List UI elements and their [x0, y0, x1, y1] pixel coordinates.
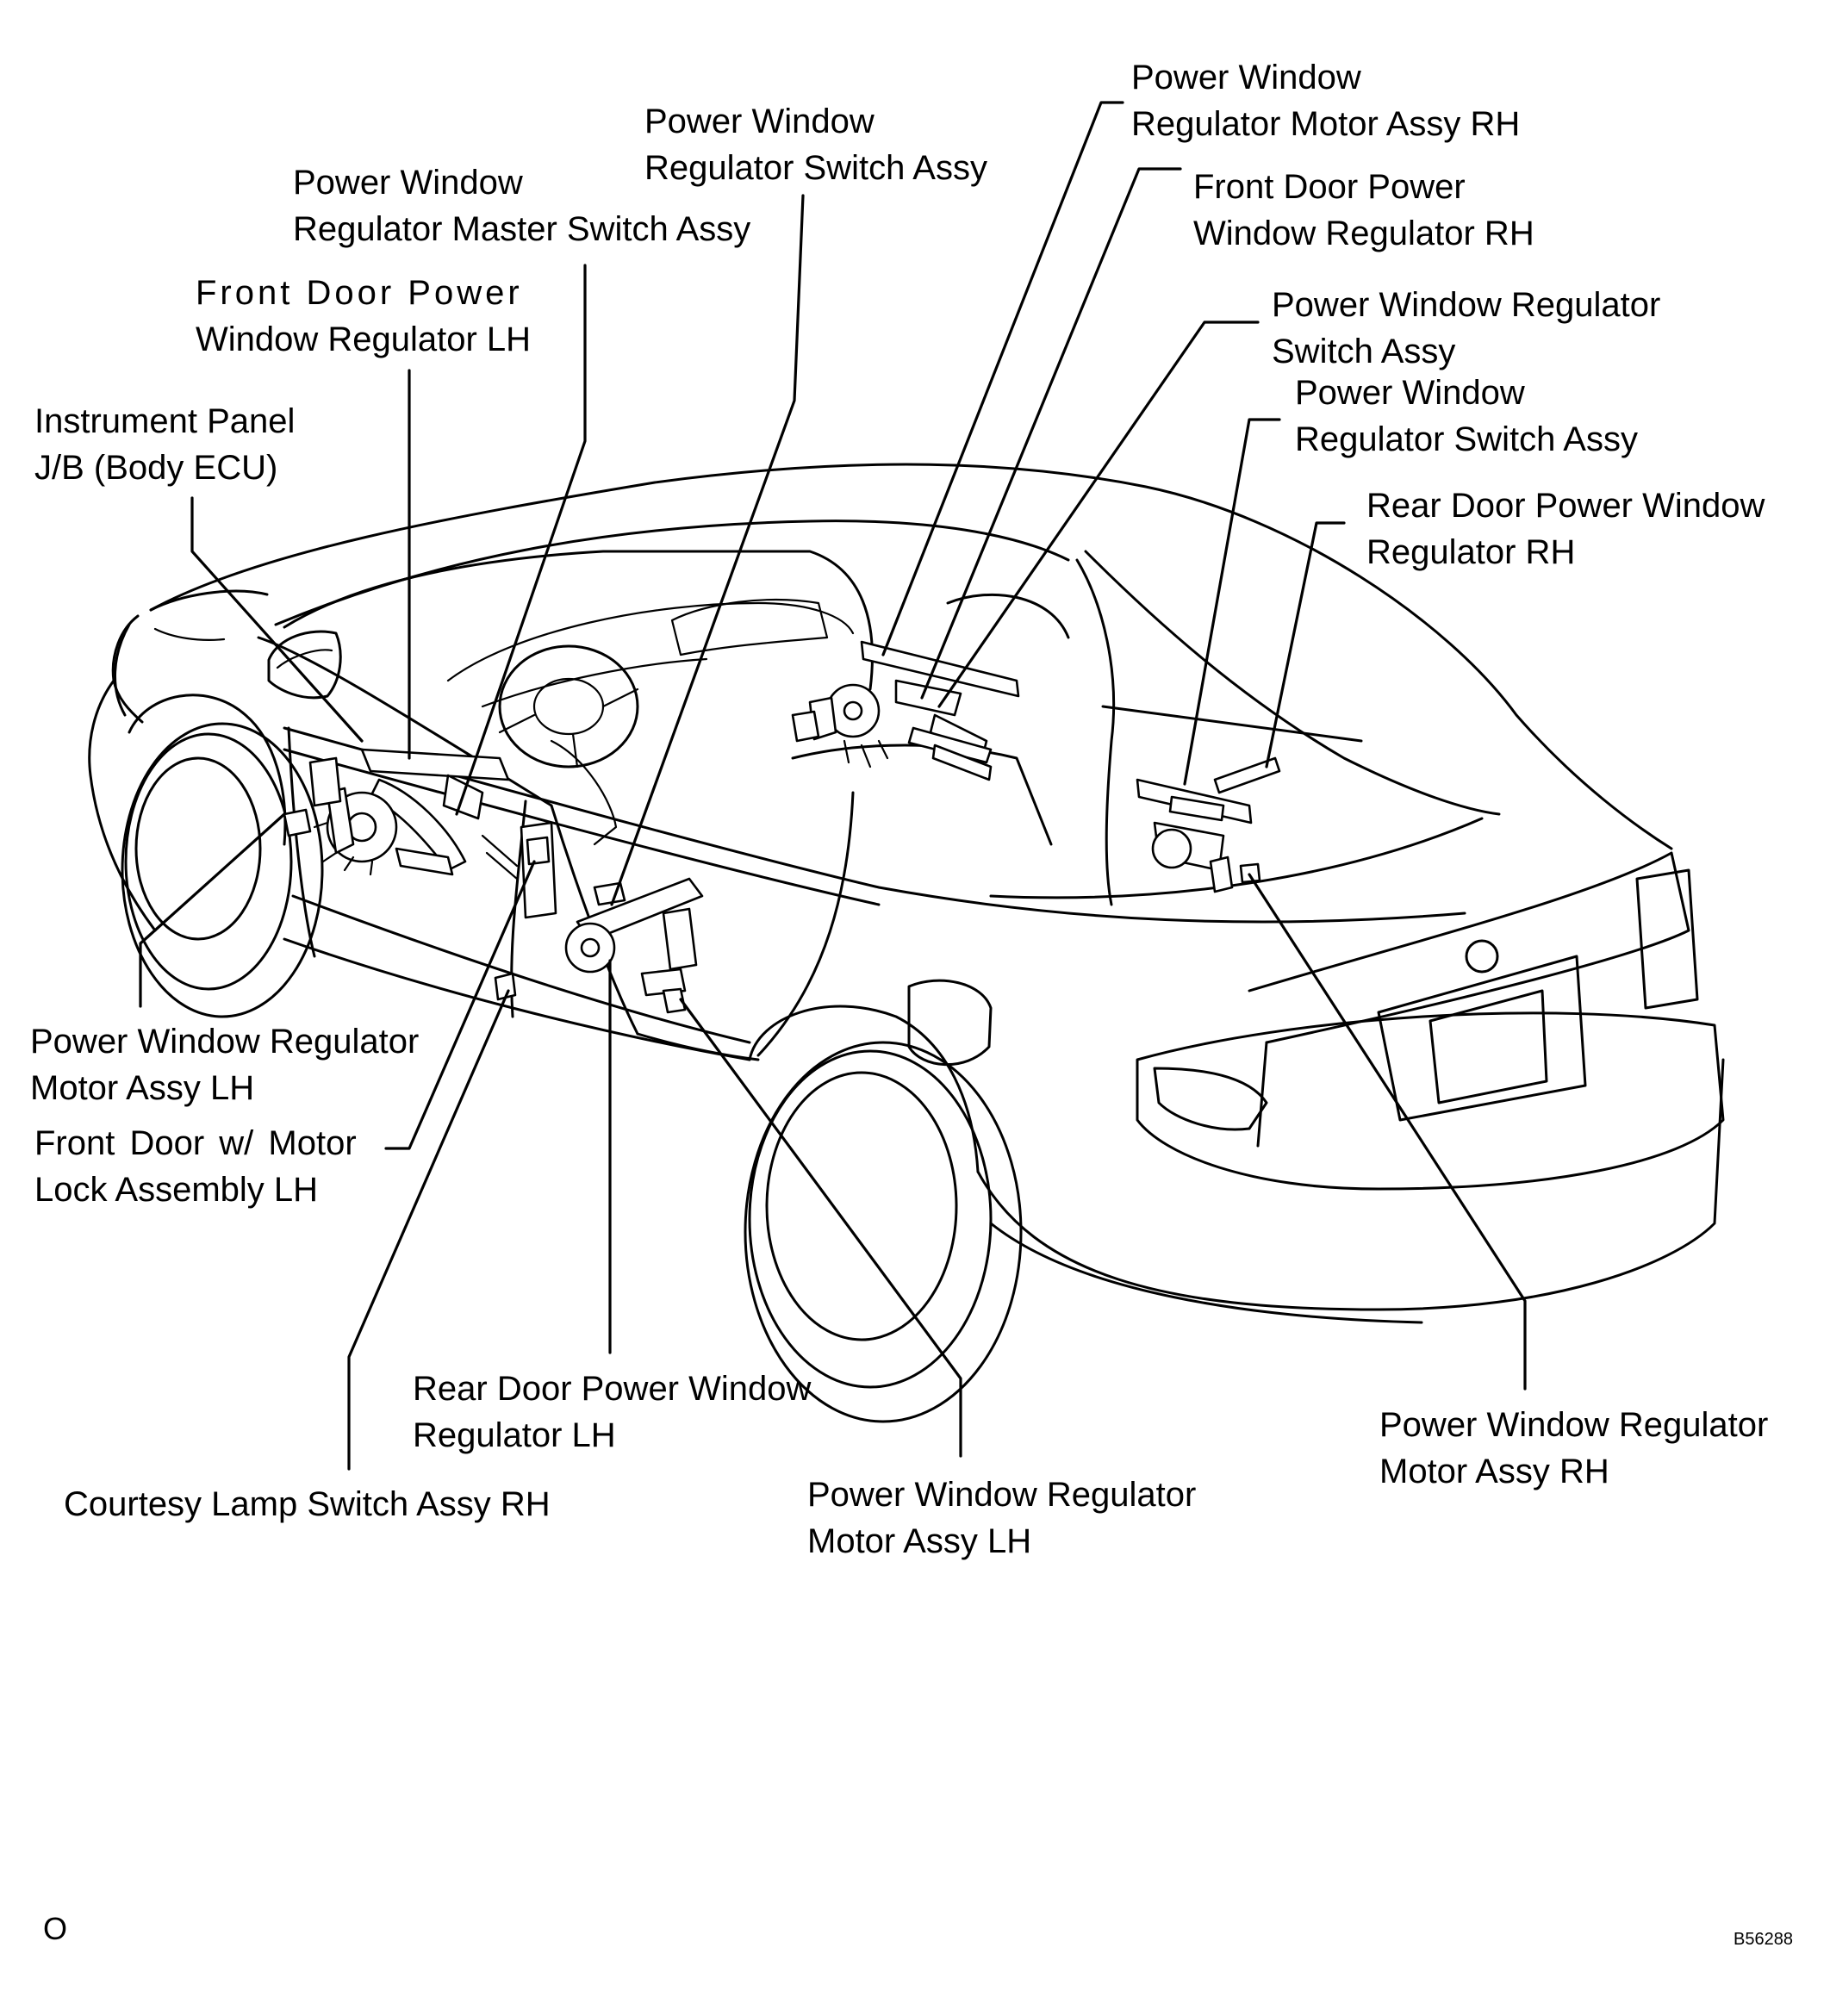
label-pw-regulator-motor-rh-top: Power Window Regulator Motor Assy RH: [1131, 59, 1521, 143]
label-instrument-panel-jb: Instrument Panel J/B (Body ECU): [34, 402, 296, 487]
front-door-lock-assembly-lh: [481, 821, 557, 1001]
car-body: [88, 463, 1725, 1423]
label-pw-regulator-motor-rh-bottom: Power Window Regulator Motor Assy RH: [1379, 1406, 1769, 1490]
label-pw-regulator-switch-right-2: Power Window Regulator Switch Assy: [1295, 374, 1638, 458]
leader-lines: [139, 101, 1527, 1471]
label-pw-regulator-switch-top: Power Window Regulator Switch Assy: [644, 103, 987, 187]
label-front-door-regulator-rh: Front Door Power Window Regulator RH: [1193, 168, 1534, 252]
label-pw-regulator-motor-lh-left: Power Window Regulator Motor Assy LH: [30, 1023, 420, 1107]
label-front-door-motor-lock-lh: Front Door w/ Motor Lock Assembly LH: [34, 1124, 357, 1209]
front-door-regulator-rh: [791, 640, 1020, 781]
label-pw-regulator-motor-lh-bottom: Power Window Regulator Motor Assy LH: [807, 1476, 1197, 1560]
figure-code: B56288: [1734, 1930, 1793, 1949]
label-pw-master-switch: Power Window Regulator Master Switch Ass…: [293, 164, 751, 248]
rear-door-regulator-rh: [1136, 756, 1281, 893]
label-rear-door-regulator-lh: Rear Door Power Window Regulator LH: [413, 1370, 812, 1454]
corner-mark: O: [43, 1911, 68, 1946]
label-pw-regulator-switch-right-1: Power Window Regulator Switch Assy: [1272, 286, 1661, 370]
label-front-door-regulator-lh: Front Door Power Window Regulator LH: [196, 274, 532, 358]
label-courtesy-lamp-switch-rh: Courtesy Lamp Switch Assy RH: [64, 1485, 551, 1523]
front-door-regulator-lh: [283, 748, 510, 876]
label-rear-door-regulator-rh: Rear Door Power Window Regulator RH: [1366, 487, 1765, 571]
rear-door-regulator-lh: [564, 877, 704, 1014]
